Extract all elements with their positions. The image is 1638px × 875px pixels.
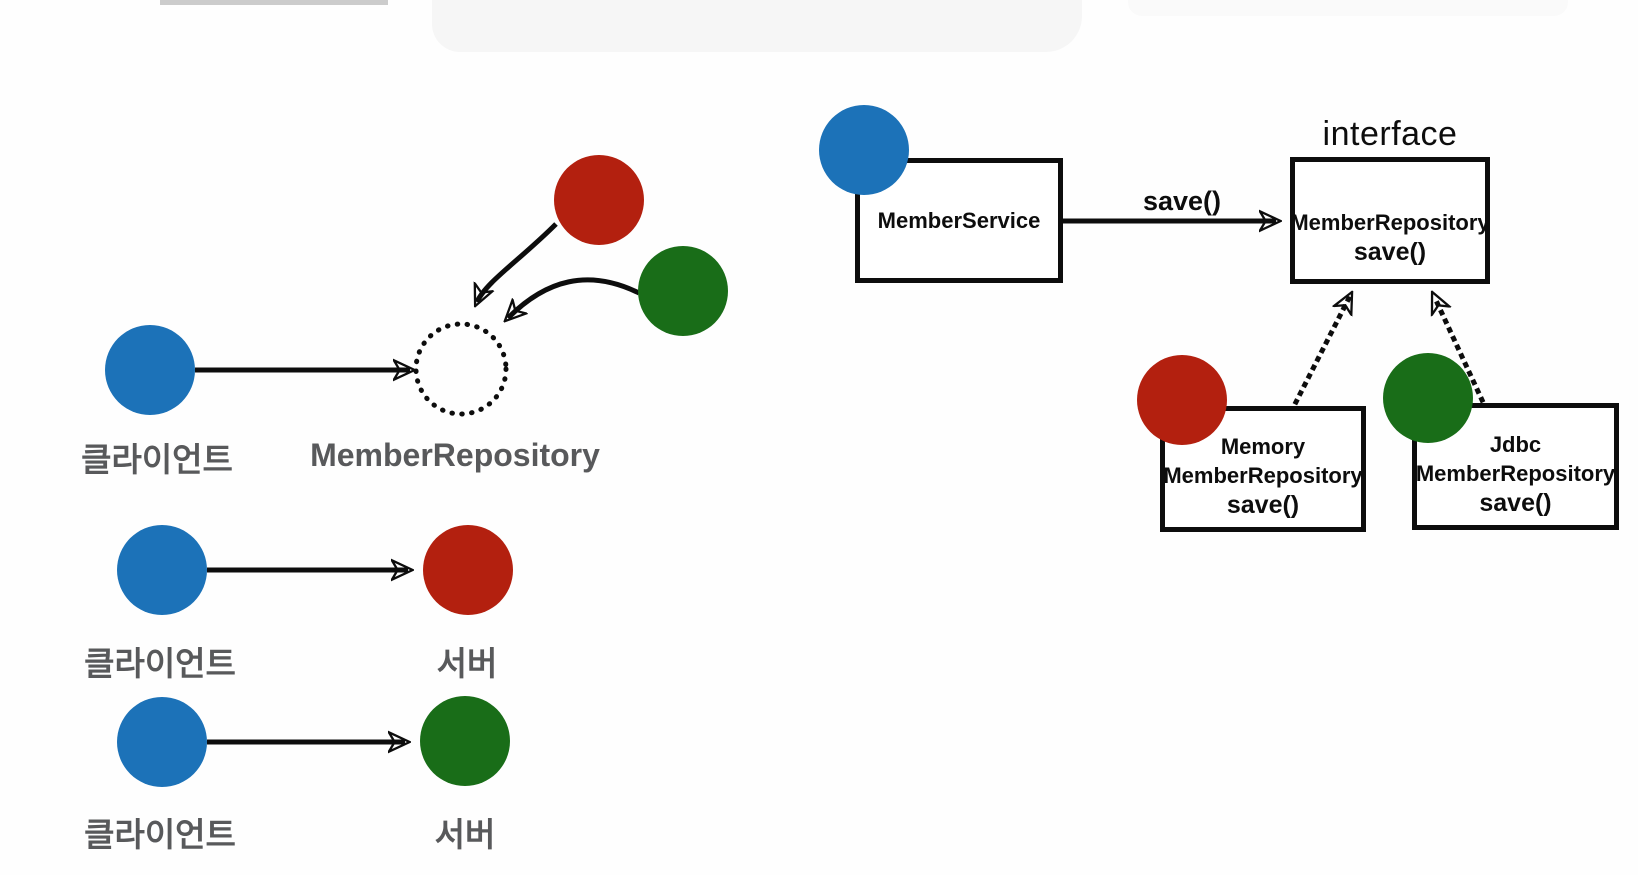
- red-server-circle-2: [423, 525, 513, 615]
- jdbc-member-repository-box: Jdbc MemberRepository save(): [1412, 403, 1619, 530]
- green-server-circle-3: [420, 696, 510, 786]
- jdbc-realization-arrow: [1430, 296, 1486, 404]
- client-circle-1: [105, 325, 195, 415]
- memory-repo-circle: [1137, 355, 1227, 445]
- jdbc-repo-line1: Jdbc: [1489, 432, 1542, 457]
- jdbc-repo-circle: [1383, 353, 1473, 443]
- member-repository-name: MemberRepository: [1290, 210, 1490, 235]
- member-repository-method: save(): [1353, 238, 1427, 266]
- server-label-2: 서버: [436, 645, 498, 682]
- interface-caption: interface: [1322, 115, 1458, 153]
- server-label-3: 서버: [434, 816, 496, 853]
- save-call-label: save(): [1142, 186, 1222, 216]
- client-label-1: 클라이언트: [81, 441, 233, 478]
- green-server-to-abstraction-arrow: [508, 277, 641, 318]
- jdbc-repo-method: save(): [1479, 489, 1552, 517]
- client-circle-3: [117, 697, 207, 787]
- red-server-circle-left: [554, 155, 644, 245]
- member-repository-label: MemberRepository: [310, 437, 600, 473]
- member-repository-abstract-circle: [413, 321, 509, 417]
- memory-repo-line2: MemberRepository: [1163, 463, 1363, 488]
- green-server-circle-left: [638, 246, 728, 336]
- jdbc-repo-line2: MemberRepository: [1415, 461, 1616, 486]
- client-label-2: 클라이언트: [84, 645, 236, 682]
- red-server-to-abstraction-arrow: [477, 222, 558, 302]
- member-repository-interface-box: MemberRepository save(): [1290, 157, 1490, 284]
- member-service-circle: [819, 105, 909, 195]
- memory-repo-line1: Memory: [1220, 434, 1306, 459]
- memory-realization-arrow: [1292, 296, 1354, 406]
- member-service-name: MemberService: [877, 208, 1041, 233]
- client-label-3: 클라이언트: [84, 816, 236, 853]
- memory-repo-method: save(): [1226, 491, 1300, 519]
- client-circle-2: [117, 525, 207, 615]
